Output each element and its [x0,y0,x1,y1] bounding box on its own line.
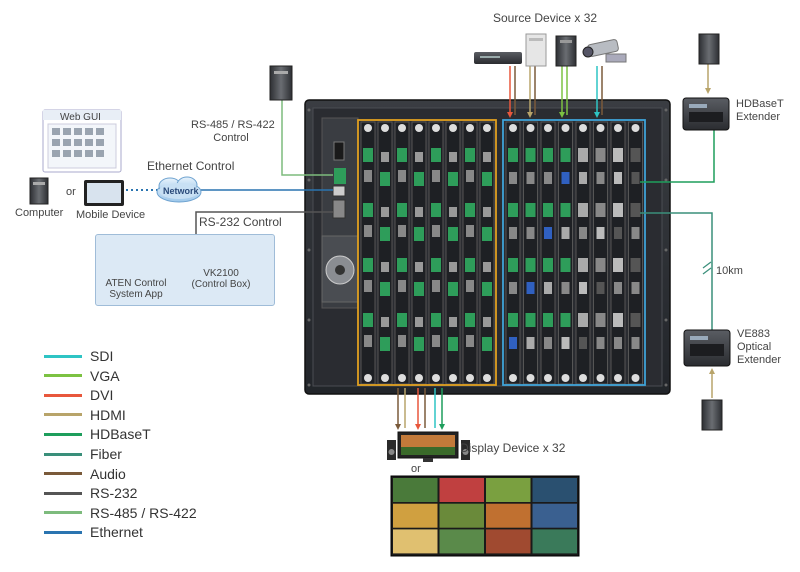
hdbaset-extender-label: HDBaseT Extender [736,98,784,124]
ethernet-control-label: Ethernet Control [147,159,235,173]
legend-label: HDMI [90,406,126,423]
display-tv [387,431,470,462]
legend-item: RS-232 [44,485,137,501]
legend-swatch [44,511,82,515]
input-card-group-frame [502,119,646,386]
rs485-label-line2: Control [213,132,249,144]
legend-label: RS-485 / RS-422 [90,504,197,521]
video-wall [390,475,580,557]
legend-item: DVI [44,387,113,403]
ve883-label-line1: VE883 [737,328,771,340]
legend-swatch [44,393,82,397]
legend-swatch [44,354,82,358]
ve883-device [683,329,731,431]
display-wires [395,388,445,430]
app-label-line1: ATEN Control [105,278,167,289]
vk2100-name: VK2100 [203,268,239,279]
legend-item: Audio [44,466,126,482]
legend-label: SDI [90,348,114,364]
vk2100-label: VK2100 (Control Box) [180,268,262,290]
legend-label: Fiber [90,446,122,462]
legend-item: HDMI [44,407,126,423]
output-cards [360,121,495,385]
legend-swatch [44,452,82,456]
control-app-panel [95,234,275,306]
or-label: or [66,186,76,198]
legend-label: Audio [90,465,126,482]
legend-label: VGA [90,367,120,384]
computer-device [29,177,49,205]
legend-swatch [44,413,82,417]
vk2100-sub: (Control Box) [191,279,251,290]
app-label-line2: System App [109,289,163,300]
hdbaset-label-line1: HDBaseT [736,98,784,110]
rs485-label-line1: RS-485 / RS-422 [191,119,275,131]
legend-swatch [44,472,82,476]
display-device-label: Display Device x 32 [460,441,566,455]
legend-item: Fiber [44,446,122,462]
rs232-control-label: RS-232 Control [199,215,282,229]
computer-label: Computer [15,207,64,219]
legend-item: RS-485 / RS-422 [44,505,197,521]
mobile-device-label: Mobile Device [76,209,146,221]
legend-item: HDBaseT [44,426,151,442]
display-or-label: or [411,463,421,475]
distance-label: 10km [716,265,743,277]
web-gui-label: Web GUI [60,112,101,123]
control-wires [126,64,715,398]
output-card-group-frame [357,119,497,386]
network-label: Network [163,186,199,196]
source-wires [507,66,603,118]
source-device-label: Source Device x 32 [493,11,598,25]
legend-item: SDI [44,348,113,364]
app-label: ATEN Control System App [98,278,174,300]
legend-swatch [44,530,82,534]
ve883-label: VE883 Optical Extender [737,328,781,367]
hdbaset-label-line2: Extender [736,111,781,123]
legend-label: Ethernet [90,524,143,541]
rs485-control-label: RS-485 / RS-422 Control [191,119,275,145]
legend-swatch [44,374,82,378]
legend-label: RS-232 [90,485,138,502]
legend-item: VGA [44,368,120,384]
ve883-label-line2: Optical [737,341,772,353]
rs485-control-pc [269,65,293,101]
mobile-device [84,180,124,206]
legend-swatch [44,491,82,495]
legend-swatch [44,432,82,436]
network-cloud [156,176,202,203]
ve883-label-line3: Extender [737,354,782,366]
source-devices [474,33,627,67]
legend-item: Ethernet [44,524,143,540]
hdbaset-extender-device [682,33,730,131]
web-gui-window [42,109,122,173]
legend-label: HDBaseT [90,426,151,443]
input-cards [505,121,643,385]
legend-label: DVI [90,387,114,404]
